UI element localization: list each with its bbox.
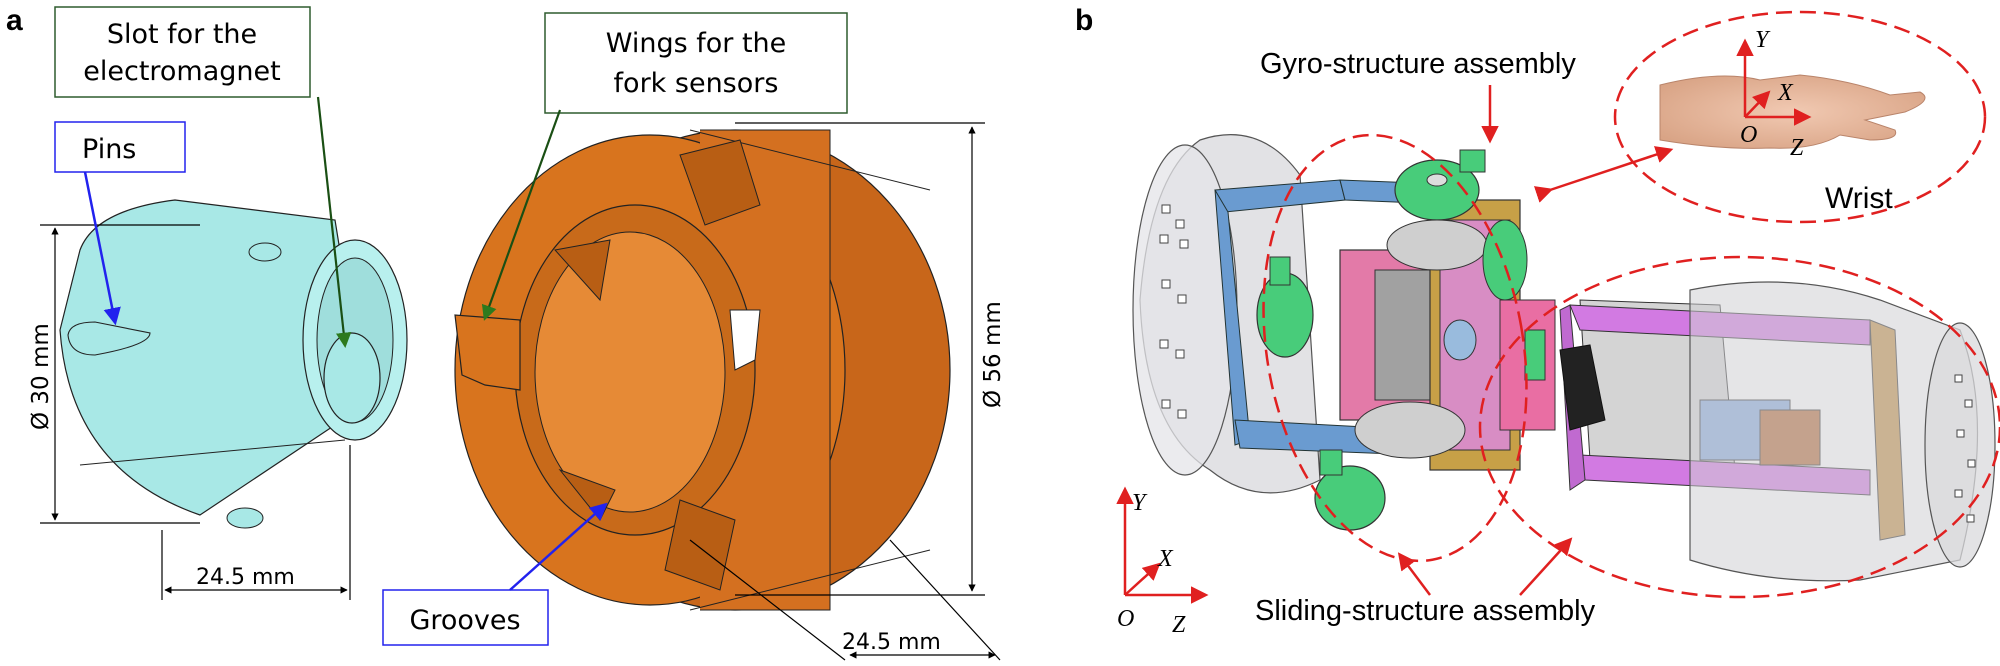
main-axes — [1116, 486, 1209, 604]
wrist-label: Wrist — [1825, 182, 1893, 215]
wrist-dashed-ellipse — [1613, 10, 1987, 224]
wrist-axis-o: O — [1740, 122, 1757, 148]
hand-image — [1659, 74, 1926, 149]
grooves-label: Grooves — [409, 605, 520, 636]
wings-label-box — [544, 12, 848, 114]
pin-front — [67, 321, 151, 356]
sliding-label: Sliding-structure assembly — [1255, 595, 1596, 627]
pin-top — [248, 242, 282, 262]
gyro-label: Gyro-structure assembly — [1260, 48, 1576, 80]
slot-label-line1: Slot for the — [107, 19, 257, 50]
panel-a-letter: a — [6, 4, 23, 37]
sliding-structure — [1559, 281, 1996, 582]
gyro-mechanism — [1256, 149, 1556, 531]
main-axis-z: Z — [1172, 612, 1186, 638]
slot-label-box — [54, 6, 311, 98]
dim-diameter-large: Ø 56 mm — [980, 301, 1006, 408]
grooves-arrow — [509, 502, 608, 591]
gyro-dashed-ellipse — [1262, 133, 1528, 563]
slot-label-line2: electromagnet — [83, 56, 280, 87]
pins-label: Pins — [82, 134, 136, 165]
sliding-arrow-left — [1397, 552, 1431, 596]
main-axis-o: O — [1117, 606, 1134, 632]
wrist-axis-y: Y — [1755, 27, 1771, 53]
pins-label-box — [54, 121, 186, 173]
grooves-label-box — [382, 589, 549, 646]
wrist-axis-x: X — [1777, 80, 1794, 106]
wings-arrow — [481, 109, 562, 321]
pin-bottom — [226, 507, 264, 529]
cone-part — [59, 199, 408, 529]
gyro-wrist-link-arrow — [1533, 146, 1674, 203]
wrist-axis-z: Z — [1790, 135, 1804, 161]
main-axis-y: Y — [1132, 490, 1148, 516]
sliding-dashed-ellipse — [1478, 255, 2000, 599]
main-axis-x: X — [1157, 546, 1174, 572]
pins-arrow — [83, 171, 121, 326]
dimension-lines-large — [689, 122, 1001, 661]
dim-length-small: 24.5 mm — [196, 565, 295, 590]
ring-part — [454, 129, 951, 611]
slot-arrow — [316, 96, 352, 349]
wings-label-line2: fork sensors — [614, 68, 779, 99]
wings-label-line1: Wings for the — [606, 28, 787, 59]
dimension-lines-small — [40, 224, 351, 600]
panel-b-letter: b — [1075, 4, 1093, 37]
dim-diameter-small: Ø 30 mm — [28, 323, 54, 430]
sliding-arrow-right — [1519, 537, 1573, 596]
dim-length-large: 24.5 mm — [842, 630, 941, 655]
wrist-axes — [1736, 38, 1812, 126]
